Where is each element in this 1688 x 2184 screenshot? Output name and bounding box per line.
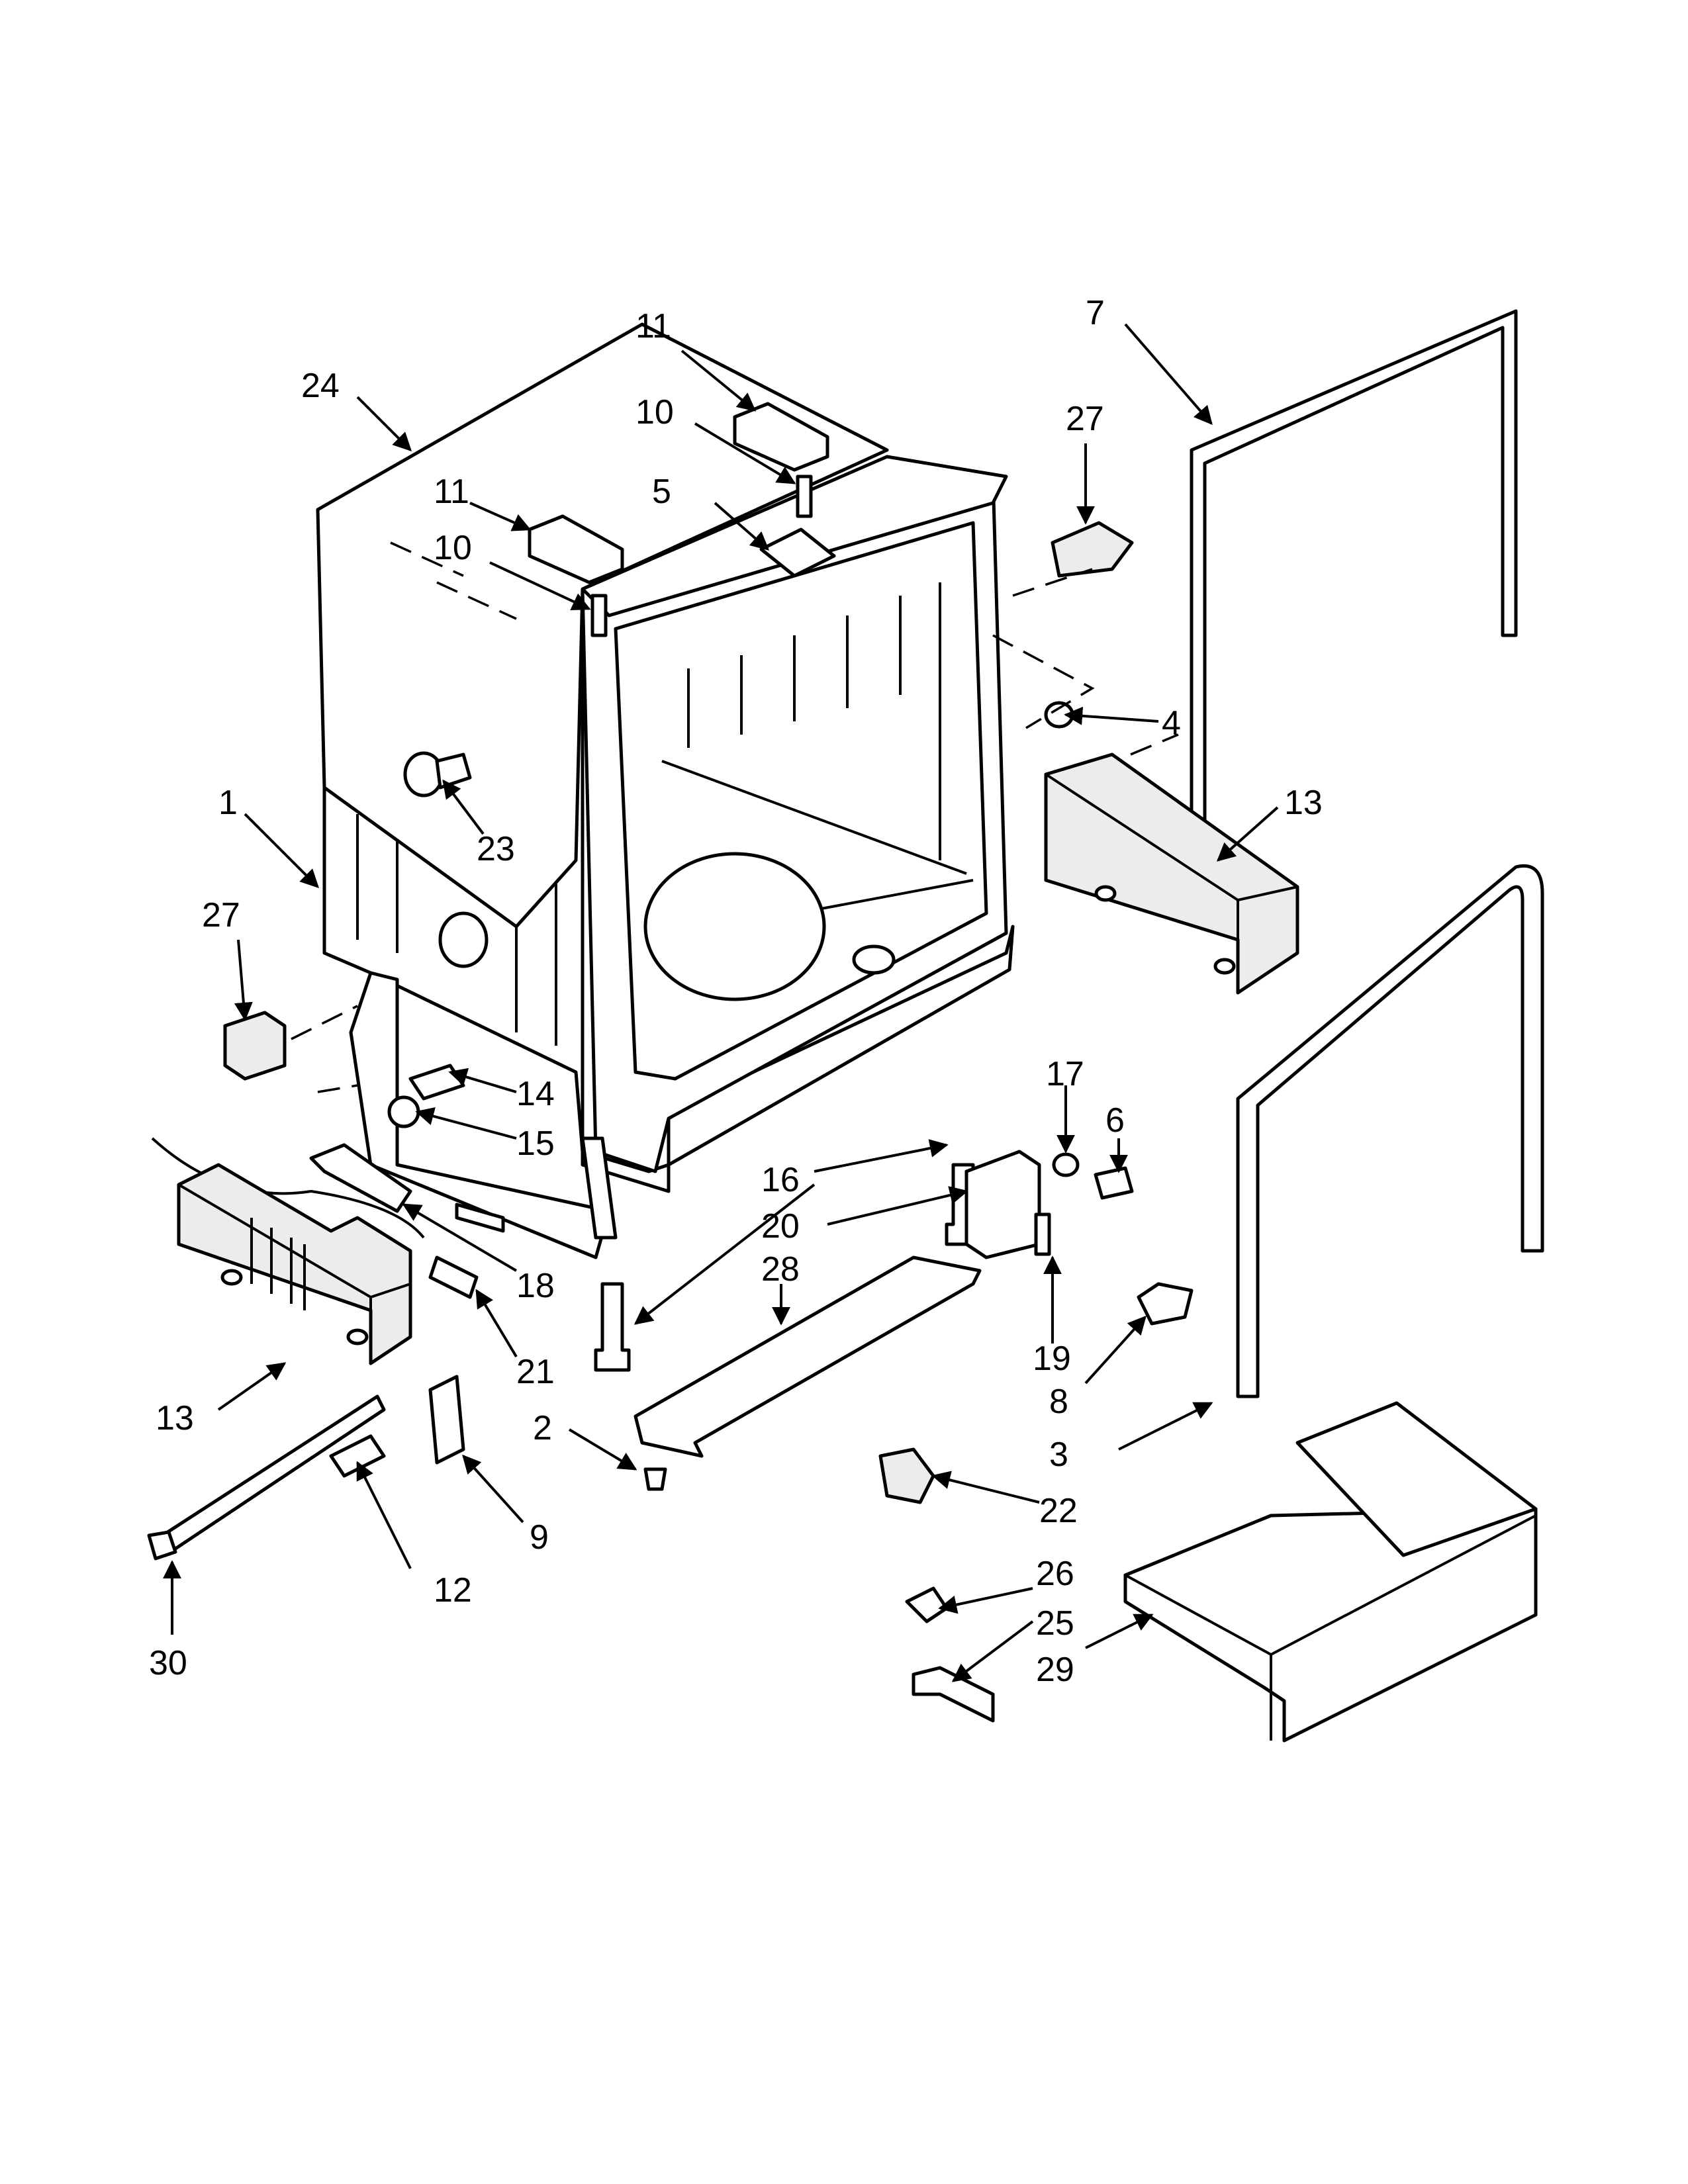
callout-17: 17 [1046,1055,1084,1093]
callout-6: 6 [1105,1101,1125,1140]
callout-15: 15 [516,1124,555,1163]
callout-8: 8 [1049,1383,1068,1421]
tub-side-ribs [356,814,557,1046]
bumper-9 [428,1375,465,1465]
callout-labels: 1 2 3 4 5 6 7 8 9 10 10 11 11 12 13 13 1… [149,294,1323,1689]
callout-21: 21 [516,1353,555,1391]
bushing-15 [387,1095,420,1128]
left-dash-lines [291,1005,358,1093]
callout-26: 26 [1036,1555,1074,1593]
washer-17 [1052,1152,1080,1177]
screw-12 [329,1434,386,1478]
clip-27-right [1051,521,1134,578]
callout-1: 1 [218,784,238,822]
screw-19 [1034,1212,1051,1256]
callout-23: 23 [477,830,515,868]
callout-18: 18 [516,1267,555,1305]
tub-gasket-3 [1236,864,1544,1398]
base-panel-top-flap [1295,1401,1538,1557]
callout-12: 12 [434,1571,472,1610]
tie-strap-head [147,1530,177,1561]
callout-10-top: 10 [635,393,674,432]
callout-19: 19 [1033,1340,1071,1378]
callout-10-left: 10 [434,529,472,567]
callout-27-left: 27 [202,896,240,934]
callout-27-right: 27 [1066,400,1104,438]
callout-11-top: 11 [635,307,671,345]
leg-bracket-assembly [349,971,618,1259]
callout-14: 14 [516,1075,555,1113]
tub-back-ribs [687,582,941,860]
tub-side-port [438,911,489,968]
insulation-dashes [390,541,517,620]
bracket-11-left [528,514,624,584]
screw-6 [1094,1166,1134,1200]
clip-27-left [223,1011,287,1081]
bracket-25 [912,1666,995,1723]
callout-4: 4 [1162,704,1181,743]
leveling-leg-16-left [594,1282,631,1372]
shield-28 [633,1255,982,1458]
callout-2: 2 [533,1409,552,1447]
clip-8 [1137,1282,1194,1326]
callout-13-left: 13 [156,1399,194,1437]
callout-20: 20 [761,1207,800,1246]
right-dash-lines [992,568,1179,769]
callout-24: 24 [301,367,340,405]
nut-2 [643,1467,667,1491]
callout-30: 30 [149,1644,187,1682]
panel-13-right [1044,752,1299,995]
callout-9: 9 [530,1518,549,1557]
cap-26 [905,1586,949,1623]
callout-16: 16 [761,1161,800,1199]
leader-lines [163,323,1279,1682]
callout-29: 29 [1036,1651,1074,1689]
sensor-21 [428,1255,479,1299]
screw-14 [408,1064,465,1101]
leveling-track [455,1203,505,1233]
callout-7: 7 [1086,294,1105,332]
screw-10-top [796,475,813,518]
sump-opening [643,852,826,1001]
strike-5 [759,527,836,578]
plug-23 [403,751,472,797]
clip-22 [878,1447,935,1504]
screw-10-left [590,594,608,637]
callout-3: 3 [1049,1435,1068,1474]
callout-5: 5 [652,473,671,511]
bracket-11-top [733,402,829,472]
callout-13-right: 13 [1284,784,1323,822]
wire-harness [151,1137,425,1239]
callout-11-left: 11 [434,473,469,511]
callout-25: 25 [1036,1604,1074,1643]
sump-cap [852,944,896,975]
panel-13-left [177,1163,412,1365]
callout-22: 22 [1039,1492,1078,1530]
callout-28: 28 [761,1250,800,1289]
bracket-20 [964,1150,1041,1259]
spring-18 [309,1143,412,1213]
door-seal-7 [1190,309,1518,823]
hinge-brackets [528,402,836,637]
